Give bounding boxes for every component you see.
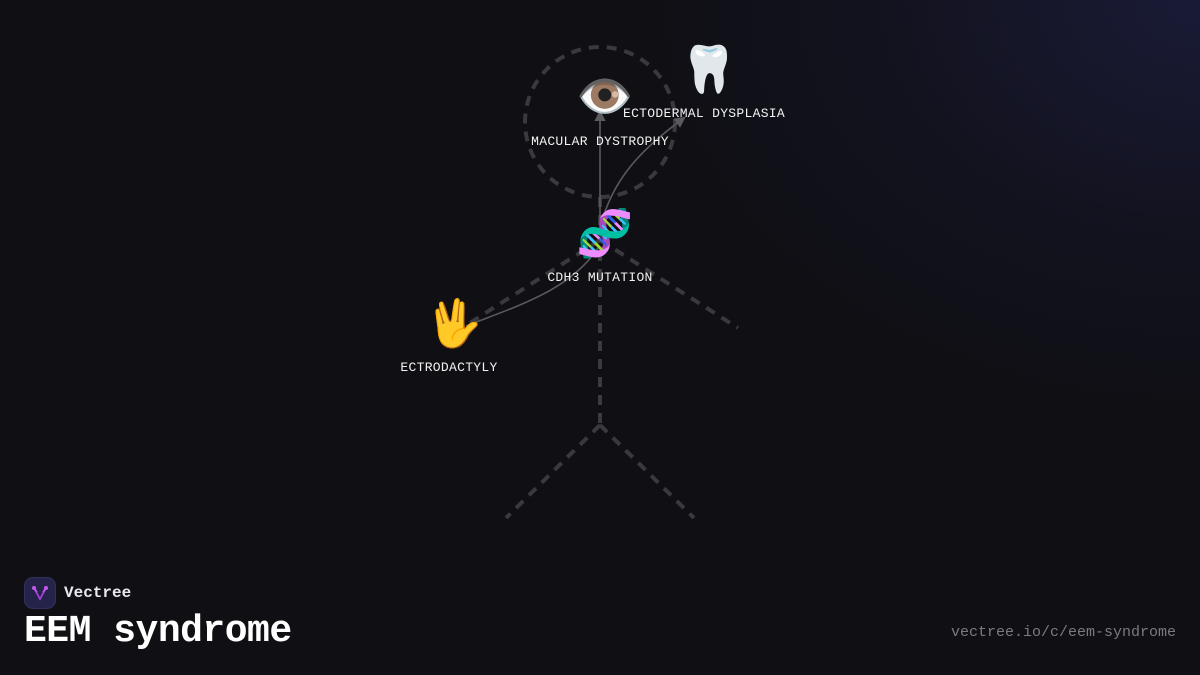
brand-name: Vectree — [64, 584, 132, 602]
page-title: EEM syndrome — [24, 610, 292, 653]
vectree-logo-icon — [24, 577, 56, 609]
label-macular-dystrophy: MACULAR DYSTROPHY — [531, 134, 669, 149]
node-macular-dystrophy[interactable]: 👁️ — [576, 73, 633, 119]
figure-right-arm — [598, 238, 740, 330]
edge-cdh3-ectodermal — [599, 116, 686, 229]
label-ectrodactyly: ECTRODACTYLY — [400, 360, 498, 375]
vulcan-hand-icon: 🖖 — [425, 296, 483, 350]
node-ectodermal-dysplasia[interactable]: 🦷 — [680, 46, 737, 92]
node-ectrodactyly[interactable]: 🖖 — [425, 300, 482, 346]
edges — [465, 109, 686, 327]
source-url[interactable]: vectree.io/c/eem-syndrome — [950, 624, 1176, 641]
node-cdh3-mutation[interactable]: 🧬 — [576, 210, 633, 256]
eye-icon: 👁️ — [576, 69, 634, 123]
label-ectodermal-dysplasia: ECTODERMAL DYSPLASIA — [622, 106, 786, 121]
dna-icon: 🧬 — [576, 206, 634, 260]
label-cdh3-mutation: CDH3 MUTATION — [547, 270, 653, 285]
brand: Vectree — [24, 577, 131, 609]
figure-left-arm — [460, 238, 602, 330]
figure-left-leg — [504, 423, 602, 520]
tooth-icon: 🦷 — [680, 42, 738, 96]
figure-right-leg — [598, 423, 696, 520]
edge-cdh3-ectrodactyly — [465, 247, 599, 327]
